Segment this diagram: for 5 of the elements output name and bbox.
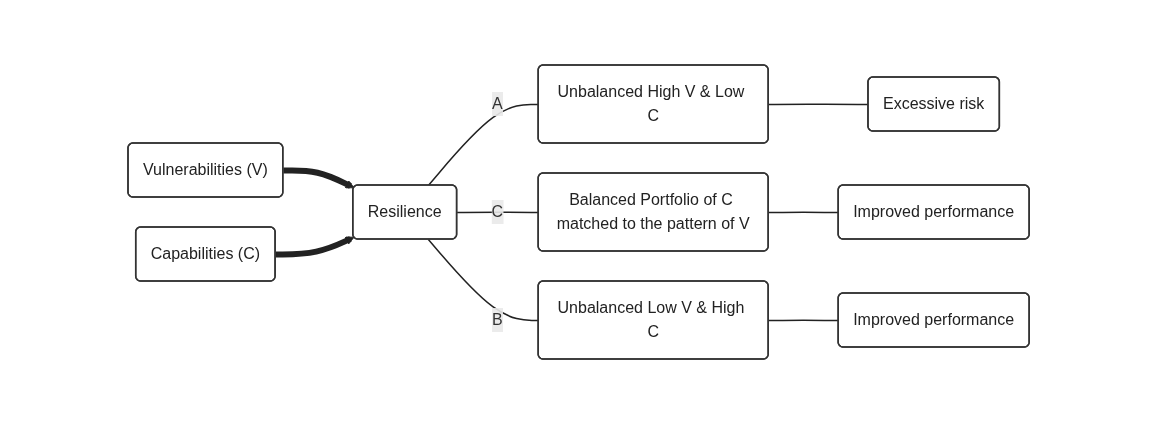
edge-label: A xyxy=(492,94,504,112)
arrow xyxy=(283,166,355,189)
edge-label: C xyxy=(492,202,504,220)
arrow xyxy=(275,235,355,257)
edge-label: B xyxy=(492,310,504,328)
